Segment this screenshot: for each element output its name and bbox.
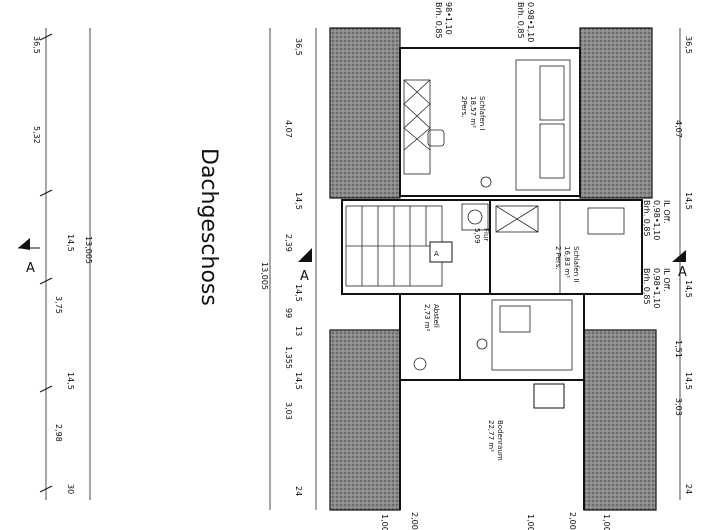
- svg-text:2 Pers.: 2 Pers.: [554, 246, 562, 270]
- dim-outer-2: 5,32: [32, 126, 41, 144]
- svg-text:Brh. 0,85: Brh. 0,85: [516, 2, 525, 39]
- svg-text:22,77 m²: 22,77 m²: [487, 420, 495, 452]
- bottom-scale-marks: 1,00 2,00 1,00 2,00 1,00: [380, 512, 611, 530]
- dim-outer-total: 13,005: [84, 236, 93, 264]
- svg-text:0.98•1,10: 0.98•1,10: [526, 2, 535, 42]
- svg-text:18,57 m²: 18,57 m²: [469, 96, 477, 128]
- window-notes-right: IL Off. 0,98•1,10 Brh. 0,85 IL Off. 0,98…: [642, 200, 671, 308]
- dim-inner-4: 2,39: [284, 234, 293, 252]
- dim-outer-1: 36,5: [32, 36, 41, 54]
- dim-inner-11: 24: [294, 486, 303, 496]
- plan-title: Dachgeschoss: [196, 148, 221, 306]
- dim-inner-3: 14,5: [294, 192, 303, 210]
- svg-text:2,00: 2,00: [568, 512, 577, 530]
- dim-right-3: 14,5: [684, 192, 693, 210]
- section-label-middle: A: [300, 269, 309, 284]
- furniture-schlafen-1: [403, 59, 571, 191]
- dim-right-5: 1,51: [674, 340, 683, 358]
- svg-text:1,00: 1,00: [602, 514, 611, 530]
- svg-text:1,00: 1,00: [526, 514, 535, 530]
- roof-slab-top-left: [329, 27, 401, 199]
- roof-slab-bottom-left: [329, 329, 401, 511]
- svg-text:0,98•1,10: 0,98•1,10: [652, 268, 661, 308]
- dim-outer-3: 14,5: [66, 234, 75, 252]
- dim-right-4: 14,5: [684, 280, 693, 298]
- svg-text:2,73 m²: 2,73 m²: [423, 304, 431, 332]
- section-marker-middle: A: [298, 248, 312, 284]
- svg-text:IL Off.: IL Off.: [662, 268, 671, 292]
- svg-text:Bodenraum: Bodenraum: [496, 420, 504, 461]
- dim-inner-7: 13: [294, 326, 303, 336]
- room-schlafen-2: Schlafen II 16,83 m² 2 Pers.: [554, 246, 580, 283]
- svg-text:2Pers.: 2Pers.: [460, 96, 468, 117]
- svg-text:2,00: 2,00: [410, 512, 419, 530]
- building-walls: [341, 47, 643, 510]
- room-flur: Flur 5,09: [473, 228, 490, 244]
- section-label-left: A: [26, 261, 35, 276]
- dimension-chain-outer: 36,5 5,32 14,5 3,75 14,5 2,98 30 13,005: [32, 28, 93, 500]
- svg-text:Flur: Flur: [482, 228, 490, 241]
- dim-inner-5: 14,5: [294, 284, 303, 302]
- svg-text:98•1,10: 98•1,10: [444, 2, 453, 35]
- svg-text:IL Off.: IL Off.: [662, 200, 671, 224]
- dimension-chain-right: 36,5 4,07 14,5 14,5 1,51 14,5 3,03 24: [674, 28, 693, 500]
- section-marker-right: A: [672, 250, 687, 280]
- staircase: A: [345, 205, 453, 287]
- dim-inner-10: 3,03: [284, 402, 293, 420]
- svg-text:1,00: 1,00: [380, 514, 389, 530]
- dim-inner-2: 4,07: [284, 120, 293, 138]
- svg-text:A: A: [434, 250, 439, 258]
- svg-text:0,98•1,10: 0,98•1,10: [652, 200, 661, 240]
- furniture-schlafen-2: [413, 203, 625, 409]
- room-abstell: Abstell 2,73 m²: [423, 304, 440, 332]
- window-notes-top-left: 98•1,10 Brh. 0,85 0.98•1,10 Brh. 0,85: [434, 2, 535, 42]
- svg-text:16,83 m²: 16,83 m²: [563, 246, 571, 278]
- dim-outer-5: 14,5: [66, 372, 75, 390]
- svg-text:Brh. 0,85: Brh. 0,85: [642, 200, 651, 237]
- dim-right-7: 3,03: [674, 398, 683, 416]
- dim-inner-8: 1,355: [284, 346, 293, 369]
- svg-text:Abstell: Abstell: [432, 304, 440, 328]
- dimension-chain-inner: 36,5 4,07 14,5 2,39 14,5 99 13 1,355 14,…: [260, 28, 317, 510]
- dim-right-8: 24: [684, 484, 693, 494]
- dim-right-6: 14,5: [684, 372, 693, 390]
- dim-outer-7: 30: [66, 484, 75, 494]
- svg-text:Brh. 0,85: Brh. 0,85: [642, 268, 651, 305]
- roof-slab-bottom-right: [583, 329, 657, 511]
- room-bodenraum: Bodenraum 22,77 m²: [487, 420, 504, 461]
- dim-inner-9: 14,5: [294, 372, 303, 390]
- dim-inner-1: 36,5: [294, 38, 303, 56]
- dim-outer-6: 2,98: [54, 424, 63, 442]
- svg-text:Schlafen II: Schlafen II: [572, 246, 580, 283]
- svg-text:Schlafen I: Schlafen I: [478, 96, 486, 130]
- dim-right-1: 36,5: [684, 36, 693, 54]
- section-label-right: A: [678, 265, 687, 280]
- dim-inner-6: 99: [284, 308, 293, 318]
- svg-text:5,09: 5,09: [473, 228, 481, 244]
- dim-right-2: 4,07: [674, 120, 683, 138]
- section-marker-left: A: [18, 238, 40, 276]
- roof-slab-top-right: [579, 27, 653, 199]
- room-schlafen-1: Schlafen I 18,57 m² 2Pers.: [460, 96, 486, 130]
- svg-text:Brh. 0,85: Brh. 0,85: [434, 2, 443, 39]
- dim-inner-total: 13,005: [260, 262, 269, 290]
- dim-outer-4: 3,75: [54, 296, 63, 314]
